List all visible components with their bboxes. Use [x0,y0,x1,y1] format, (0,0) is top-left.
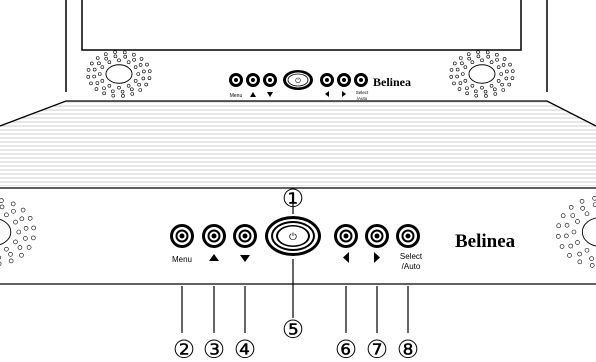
speaker-grille-icon [0,198,36,266]
callout-7: ⑦ [366,335,388,362]
menu-label-small: Menu [230,93,243,99]
up-button[interactable] [202,224,226,248]
power-icon: ⏻ [295,77,301,85]
callout-8: ⑧ [397,335,419,362]
speaker-grille-icon [556,195,596,268]
triangle-down-icon [240,255,250,262]
select-auto-button-small[interactable] [354,73,368,87]
triangle-right-icon [374,252,380,263]
callout-2: ② [173,335,195,362]
select-label: Select [400,252,423,261]
triangle-up-icon [250,92,256,97]
triangle-right-icon [342,91,346,97]
triangle-down-icon [267,92,273,97]
top-panel: ⏻ Menu Select /Auto Belinea [65,0,548,101]
triangle-left-icon [325,91,329,97]
left-button[interactable] [334,224,358,248]
menu-label: Menu [172,255,192,264]
up-button-small[interactable] [246,73,260,87]
triangle-left-icon [343,252,349,263]
menu-button-small[interactable] [229,73,243,87]
power-icon: ⏻ [289,232,297,243]
callouts: ① ② ③ ④ ⑤ ⑥ ⑦ ⑧ [173,184,419,362]
callout-3: ③ [203,335,225,362]
monitor-base [0,100,596,186]
auto-label-small: /Auto [357,96,368,101]
control-panel-enlarged: ⏻ Menu Select /Auto Belinea [0,187,596,285]
callout-leaders [181,202,409,333]
speaker-grille-icon [86,50,152,98]
right-button-small[interactable] [337,73,351,87]
callout-6: ⑥ [335,335,357,362]
auto-label: /Auto [402,262,421,271]
speaker-grille-icon [449,50,515,98]
right-button[interactable] [365,224,389,248]
menu-button[interactable] [170,224,194,248]
triangle-up-icon [209,254,219,261]
select-label-small: Select [356,90,369,95]
power-button[interactable]: ⏻ [265,216,321,256]
brand-logo-small: Belinea [373,75,411,89]
power-button-small[interactable]: ⏻ [283,70,313,90]
left-button-small[interactable] [320,73,334,87]
brand-logo: Belinea [455,231,516,252]
button-row-small: ⏻ Menu Select /Auto [229,70,369,101]
select-auto-button[interactable] [396,224,420,248]
down-button[interactable] [233,224,257,248]
callout-4: ④ [234,335,256,362]
callout-5: ⑤ [282,315,304,344]
monitor-screen-frame [81,0,522,51]
down-button-small[interactable] [263,73,277,87]
callout-1: ① [282,184,304,213]
